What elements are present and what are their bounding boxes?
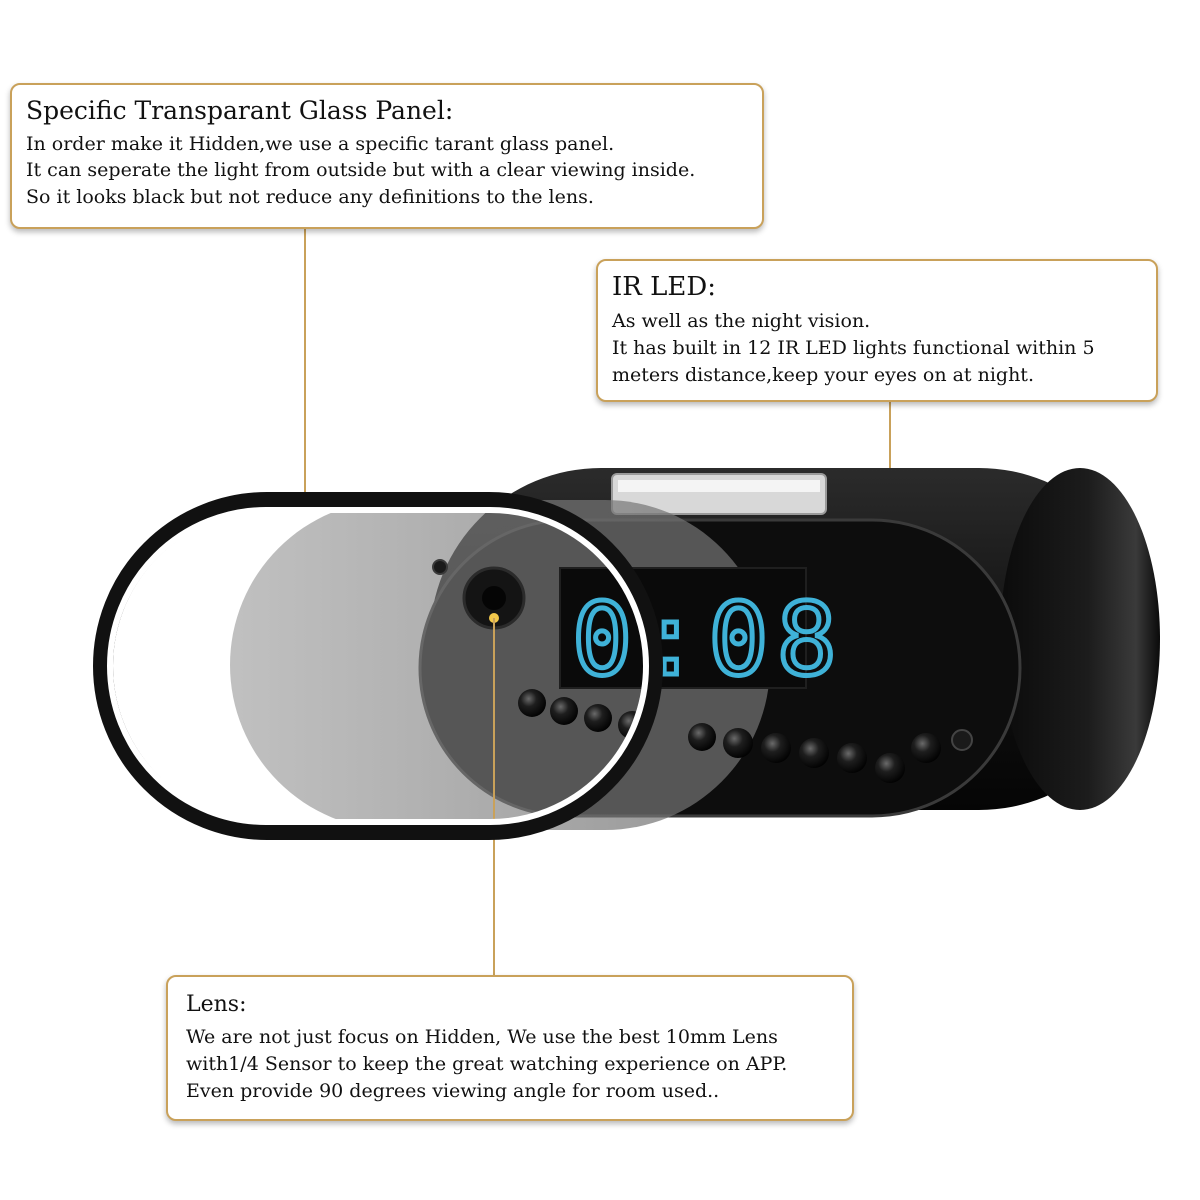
ir-led-title: IR LED: [612,272,716,302]
ir-led [584,704,612,732]
ir-led [837,743,867,773]
lens-line: We are not just focus on Hidden, We use … [186,1026,778,1049]
ir-led [688,723,716,751]
ir-led [550,697,578,725]
front-sensor [432,559,448,575]
ir-led [761,733,791,763]
ir-led-line: As well as the night vision. [612,309,871,332]
glass-panel-callout: Specific Transparant Glass Panel: In ord… [10,83,764,229]
bezel-ring [93,492,663,840]
ir-led-line: meters distance,keep your eyes on at nig… [612,363,1034,386]
glass-panel-line: So it looks black but not reduce any def… [26,186,594,209]
clock-display-digits: 0:08 [572,581,845,698]
lens-line: with1/4 Sensor to keep the great watchin… [186,1053,788,1076]
lens-callout: Lens: We are not just focus on Hidden, W… [166,975,854,1121]
ir-led-callout: IR LED: As well as the night vision. It … [596,259,1158,402]
ir-led-line: It has built in 12 IR LED lights functio… [612,336,1095,359]
glass-panel-line: It can seperate the light from outside b… [26,159,696,182]
glass-panel-line: In order make it Hidden,we use a specifi… [26,132,615,155]
ir-led [875,753,905,783]
ir-led [518,689,546,717]
ir-led [723,728,753,758]
ir-led [799,738,829,768]
lens-title: Lens: [186,992,247,1017]
clock-display: 0:08 [559,567,845,701]
ir-led [951,729,973,751]
lens-line: Even provide 90 degrees viewing angle fo… [186,1080,720,1103]
ir-led [911,733,941,763]
glass-panel-title: Specific Transparant Glass Panel: [26,96,454,125]
